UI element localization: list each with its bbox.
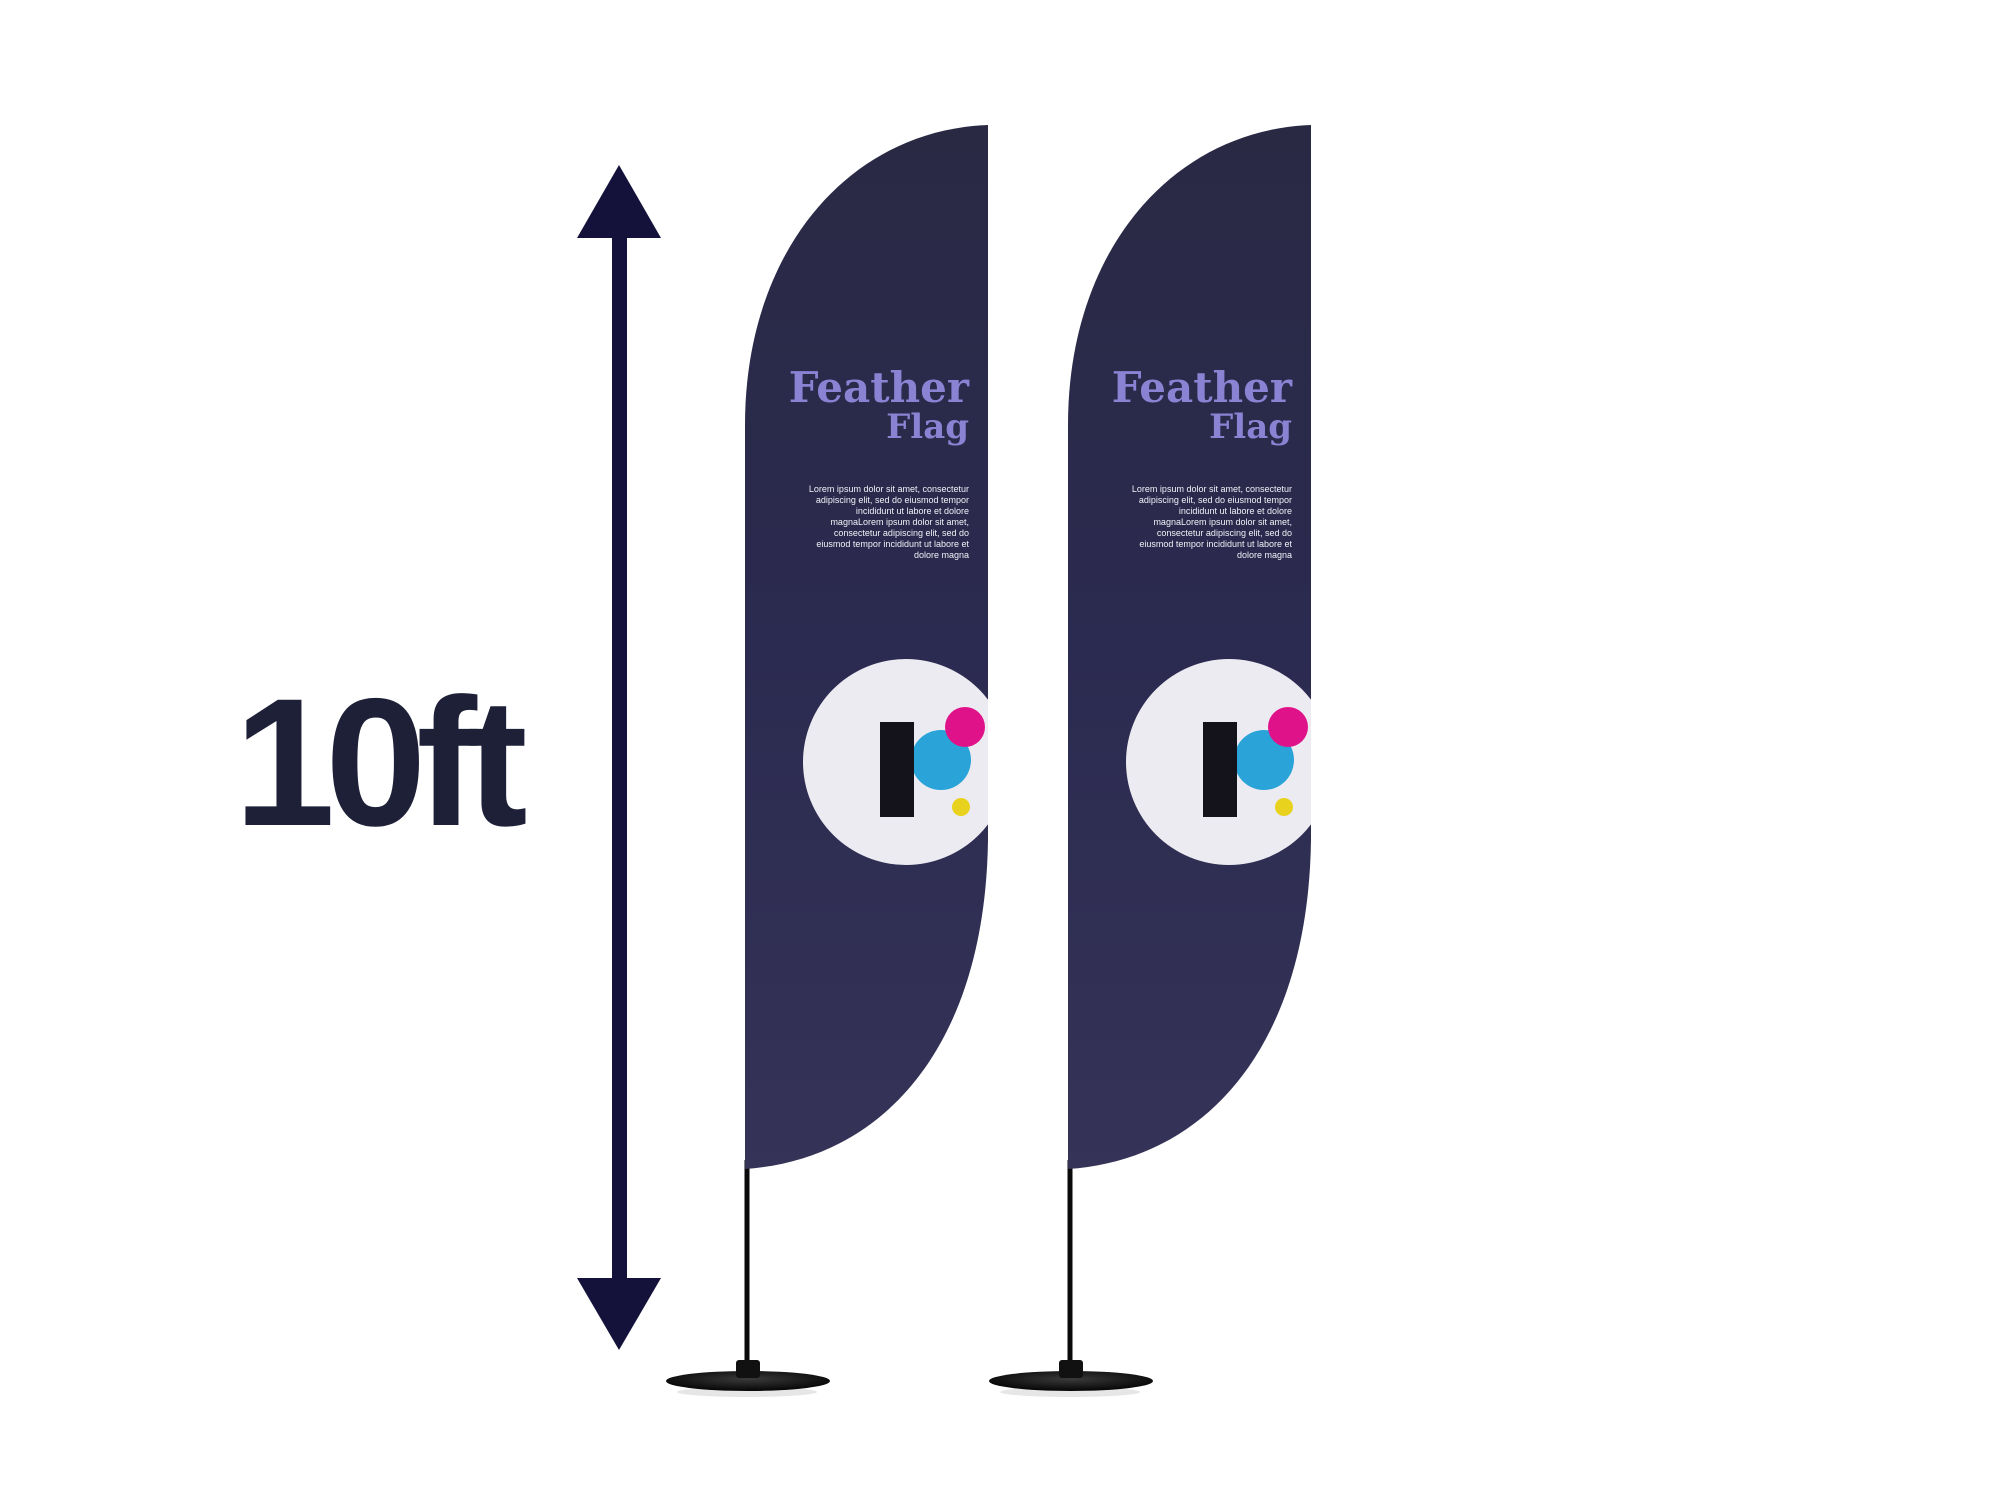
flag-body-line: eiusmod tempor incididunt ut labore et xyxy=(1139,539,1292,549)
height-arrow xyxy=(577,165,661,1350)
flag-body-line: Lorem ipsum dolor sit amet, consectetur xyxy=(809,484,969,494)
flag-body-line: adipiscing elit, sed do eiusmod tempor xyxy=(1139,495,1292,505)
logo-pink-dot xyxy=(1268,707,1308,747)
flag-body-line: magnaLorem ipsum dolor sit amet, xyxy=(830,517,969,527)
arrow-down-icon xyxy=(577,1278,661,1350)
flag-fabric xyxy=(1068,125,1311,1169)
arrow-up-icon xyxy=(577,165,661,238)
flag-body-line: dolore magna xyxy=(1237,550,1292,560)
flag-body-text: Lorem ipsum dolor sit amet, consectetur … xyxy=(1132,484,1293,560)
flag-body-line: incididunt ut labore et dolore xyxy=(1179,506,1292,516)
logo-blue-dot xyxy=(1234,730,1294,790)
logo-pink-dot xyxy=(945,707,985,747)
stand-base xyxy=(666,1371,830,1391)
flag-body-line: incididunt ut labore et dolore xyxy=(856,506,969,516)
logo-bar xyxy=(880,722,914,817)
flag-body-line: adipiscing elit, sed do eiusmod tempor xyxy=(816,495,969,505)
flag-stand xyxy=(666,1160,830,1397)
stand-hub xyxy=(736,1360,760,1378)
stand-base xyxy=(989,1371,1153,1391)
flag-title-line2: Flag xyxy=(886,407,969,447)
flag-pole xyxy=(1067,1160,1073,1370)
flag-body-text: Lorem ipsum dolor sit amet, consectetur … xyxy=(809,484,970,560)
flag-body-line: dolore magna xyxy=(914,550,969,560)
flag-fabric xyxy=(745,125,988,1169)
flag-title-line1: Feather xyxy=(1112,363,1293,412)
flag-title-line2: Flag xyxy=(1209,407,1292,447)
flag-stand xyxy=(989,1160,1153,1397)
flag-body-line: eiusmod tempor incididunt ut labore et xyxy=(816,539,969,549)
arrow-shaft xyxy=(612,230,627,1285)
brand-logo xyxy=(1126,659,1311,865)
flag-body-line: consectetur adipiscing elit, sed do xyxy=(834,528,969,538)
stand-hub xyxy=(1059,1360,1083,1378)
height-label: 10ft xyxy=(234,660,526,864)
flag-body-line: Lorem ipsum dolor sit amet, consectetur xyxy=(1132,484,1292,494)
flag-body-line: consectetur adipiscing elit, sed do xyxy=(1157,528,1292,538)
logo-bar xyxy=(1203,722,1237,817)
feather-flag-1: Feather Flag Lorem ipsum dolor sit amet,… xyxy=(666,125,988,1397)
flag-body-line: magnaLorem ipsum dolor sit amet, xyxy=(1153,517,1292,527)
logo-yellow-dot xyxy=(952,798,970,816)
feather-flag-2: Feather Flag Lorem ipsum dolor sit amet,… xyxy=(989,125,1311,1397)
logo-yellow-dot xyxy=(1275,798,1293,816)
logo-blue-dot xyxy=(911,730,971,790)
brand-logo xyxy=(803,659,988,865)
flag-title-line1: Feather xyxy=(789,363,970,412)
flag-pole xyxy=(744,1160,750,1370)
